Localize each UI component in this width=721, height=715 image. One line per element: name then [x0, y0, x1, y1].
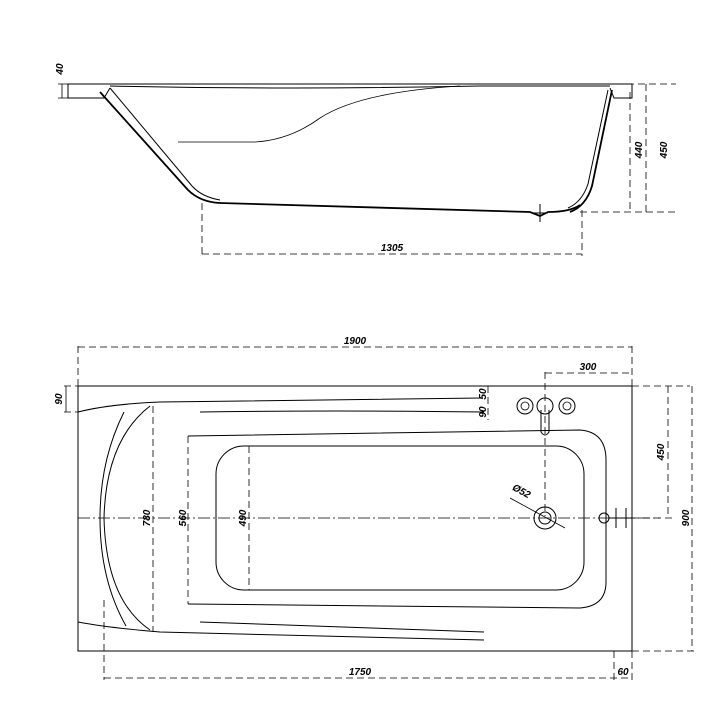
side-rim-inner-line [109, 85, 610, 89]
cold-tap-knob-inner [562, 401, 572, 411]
overflow-bracket [609, 508, 632, 528]
side-rim-left-lip [67, 84, 111, 99]
dim-bottom-length-label: 1305 [381, 243, 404, 254]
dim-inner-rim-label: 90 [478, 406, 489, 418]
side-bottom [219, 202, 581, 217]
side-right-wall-inner [567, 89, 609, 209]
top-upper-rim-curve [77, 397, 483, 413]
side-drain-foot [532, 204, 548, 222]
top-view: Ø52 1900 300 90 50 90 [54, 336, 696, 680]
dim-rim-width-label: 50 [478, 388, 489, 400]
dim-end-offset-label: 60 [617, 667, 629, 678]
dim-inner-width-label: 560 [178, 509, 189, 526]
top-drain-inner [538, 511, 552, 525]
dim-overall-height-label: 450 [659, 141, 670, 159]
dim-overall-width-label: 900 [681, 509, 692, 526]
side-left-wall-inner [109, 87, 221, 201]
dim-rim-thickness-label: 40 [55, 63, 66, 76]
dim-inner-length-label: 1750 [349, 667, 372, 678]
top-lower-rim-curve [77, 621, 485, 641]
side-rim-right-lip [609, 84, 633, 99]
cold-tap-knob-icon [558, 397, 576, 415]
dim-floor-width-label: 490 [238, 509, 249, 527]
top-lower-inner-curve [199, 621, 485, 633]
side-right-wall-outer [569, 89, 613, 213]
dim-overall-length-label: 1900 [344, 336, 367, 347]
spout-base-icon [536, 397, 554, 415]
dim-inner-depth-label: 440 [634, 141, 645, 159]
hot-tap-knob-inner [520, 401, 530, 411]
dim-bowl-width-label: 780 [142, 509, 153, 526]
top-drain-outer [533, 506, 557, 530]
top-upper-inner-curve [199, 410, 485, 413]
top-inner-basin [187, 429, 607, 609]
spout-icon [540, 410, 550, 436]
top-overflow-fitting [598, 508, 632, 528]
top-drain-leader [509, 497, 566, 529]
side-left-wall-outer [99, 91, 221, 204]
dim-side-rim-label: 90 [54, 393, 65, 405]
dim-drain-diameter-label: Ø52 [510, 482, 532, 501]
side-contour-curve [178, 85, 461, 143]
side-view: 40 440 450 1305 [55, 63, 676, 256]
top-faucet-group [516, 397, 576, 436]
dim-tap-height-label: 450 [656, 443, 667, 461]
dim-40-line [58, 83, 68, 99]
dim-tap-offset-label: 300 [580, 362, 597, 373]
hot-tap-knob-icon [516, 397, 534, 415]
